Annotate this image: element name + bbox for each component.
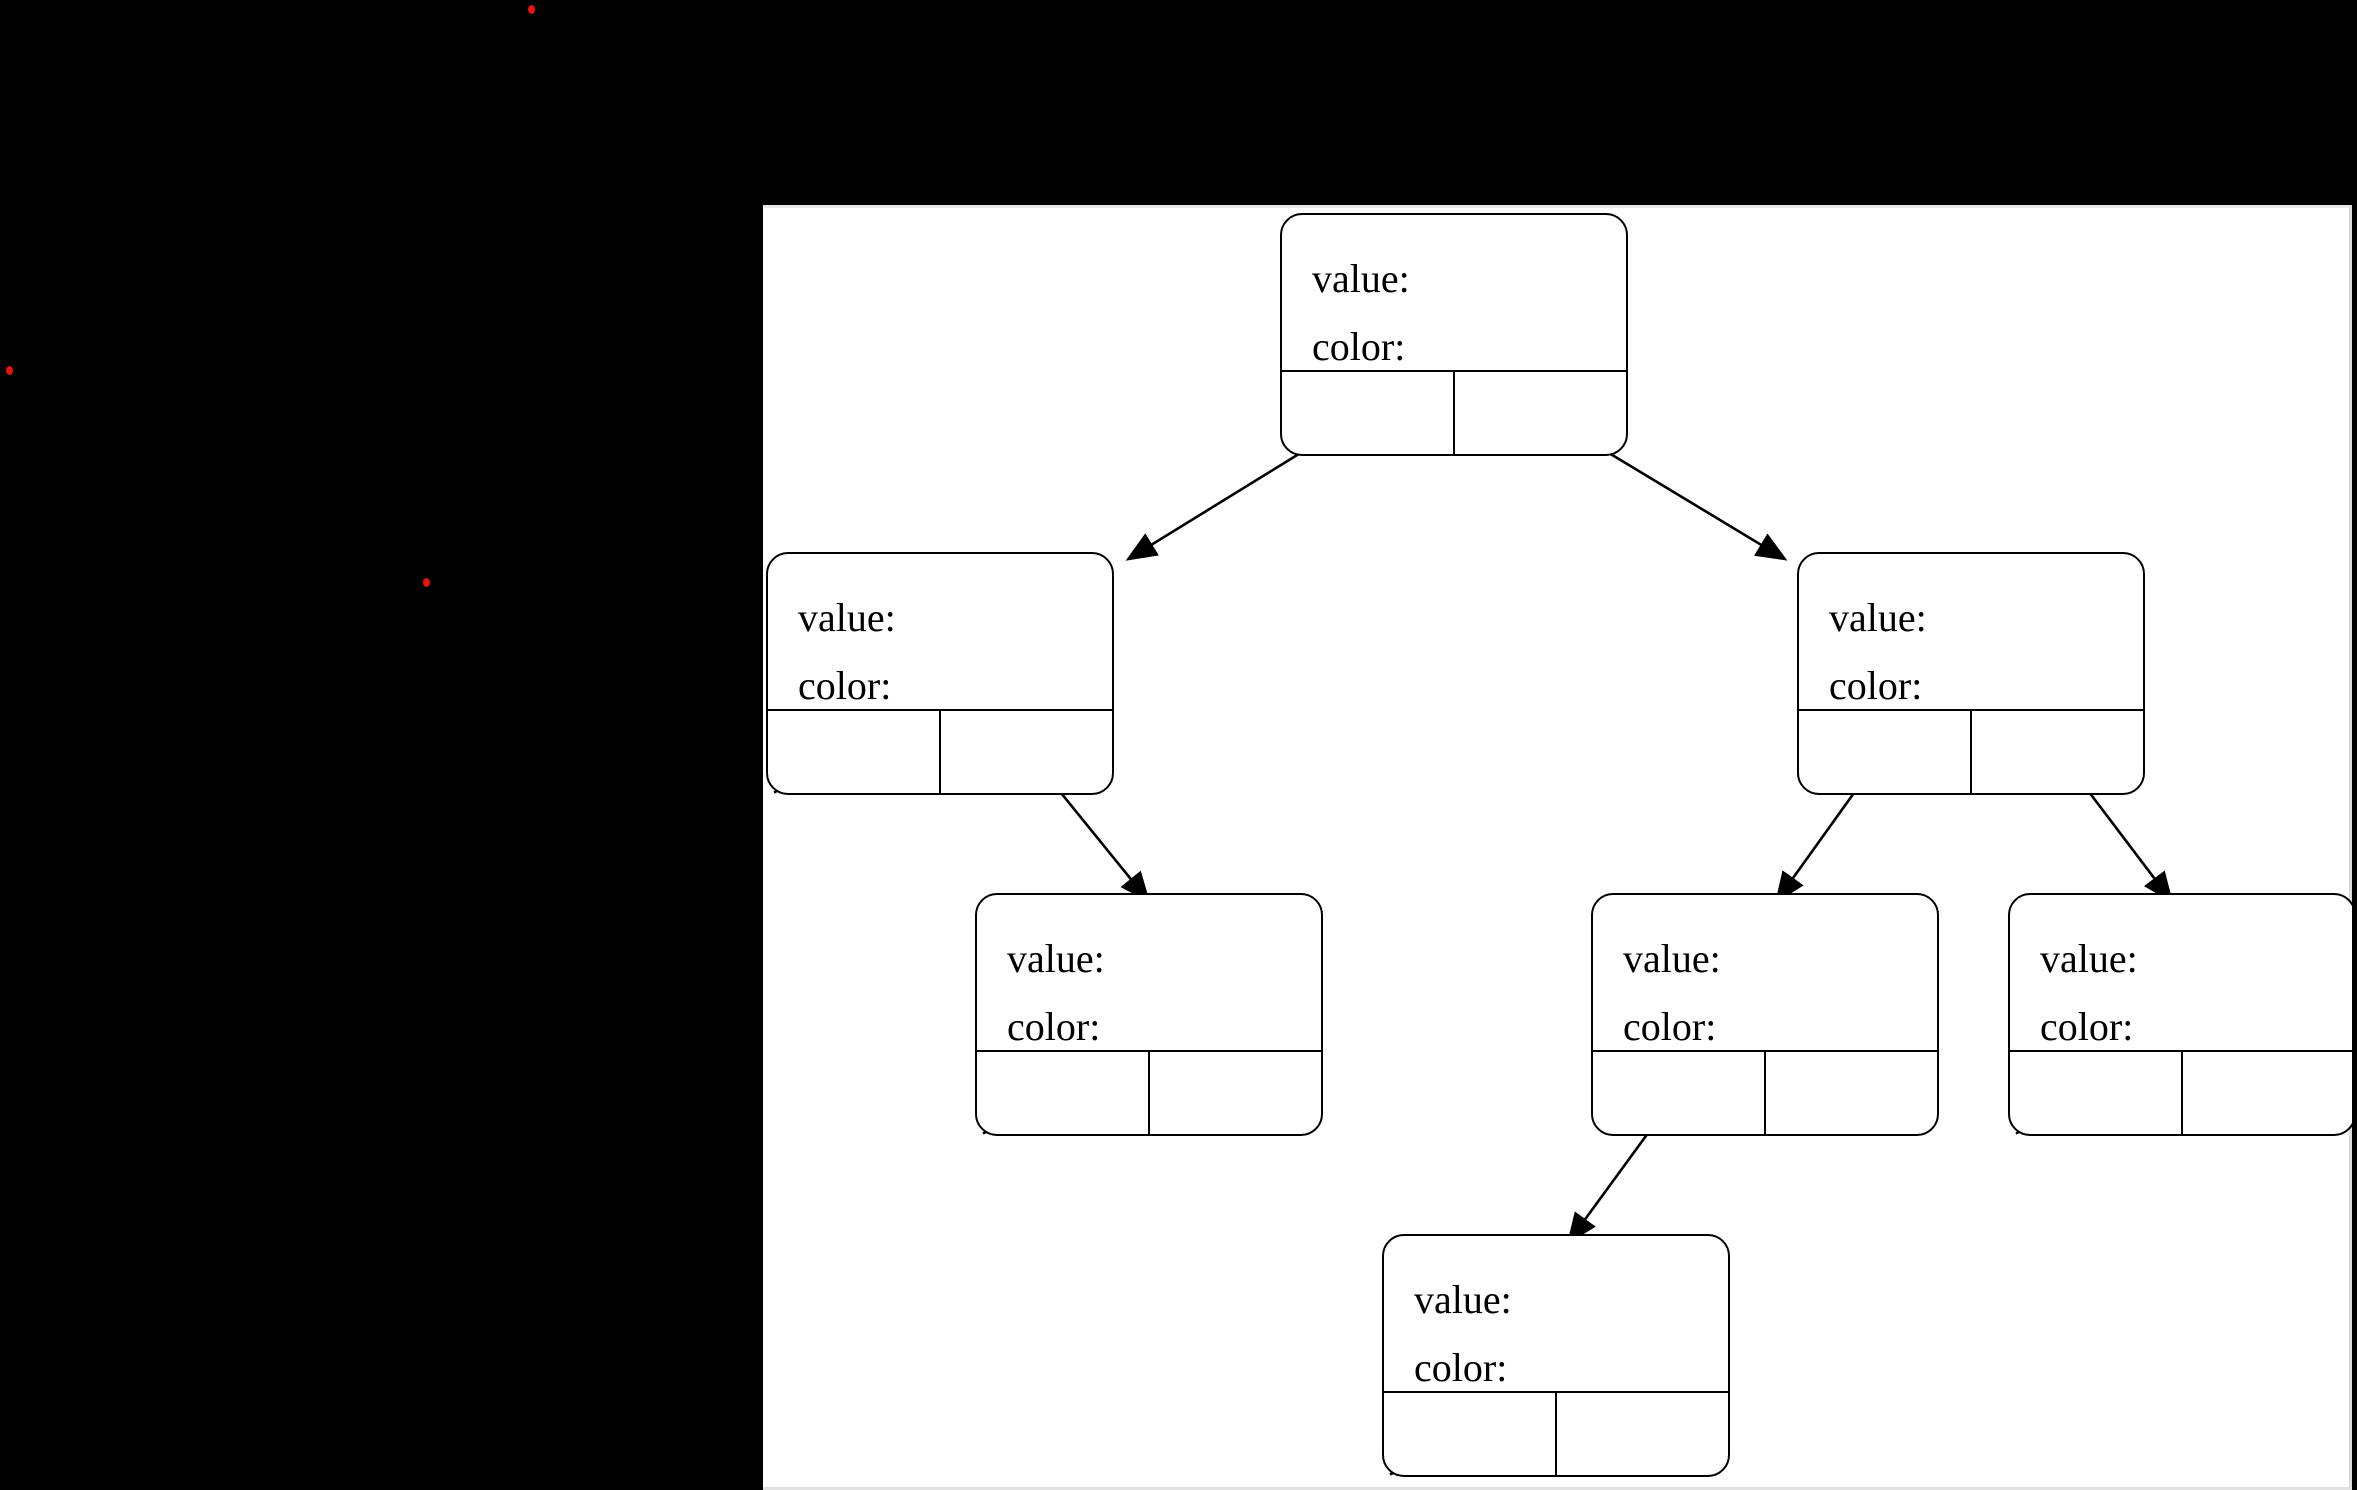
node-left-right[interactable]: value: color: xyxy=(975,893,1323,1136)
node-value-label: value: xyxy=(1623,936,1721,981)
pointer-cell-divider xyxy=(1763,1049,1766,1136)
pointer-cell-divider xyxy=(2180,1049,2183,1136)
panel-right-divider xyxy=(2349,205,2352,1490)
node-left[interactable]: value: color: xyxy=(766,552,1114,795)
red-dot-marker-3 xyxy=(423,578,430,587)
node-right[interactable]: value: color: xyxy=(1797,552,2145,795)
node-color-label: color: xyxy=(1829,663,1923,708)
panel-bottom-divider xyxy=(763,1487,2352,1490)
node-right-right[interactable]: value: color: xyxy=(2008,893,2352,1136)
node-color-label: color: xyxy=(2040,1004,2134,1049)
pointer-cell-divider xyxy=(1147,1049,1150,1136)
node-value-label: value: xyxy=(798,595,896,640)
node-color-label: color: xyxy=(1312,324,1406,369)
node-right-left-left[interactable]: value: color: xyxy=(1382,1234,1730,1477)
diagram-panel: value:color:value:color:value:color:valu… xyxy=(763,205,2352,1490)
node-right-left[interactable]: value: color: xyxy=(1591,893,1939,1136)
node-color-label: color: xyxy=(1414,1345,1508,1390)
red-dot-marker-1 xyxy=(528,5,535,14)
node-color-label: color: xyxy=(1007,1004,1101,1049)
node-value-label: value: xyxy=(1007,936,1105,981)
node-root[interactable]: value: color: xyxy=(1280,213,1628,456)
node-value-label: value: xyxy=(1414,1277,1512,1322)
pointer-cell-divider xyxy=(1452,369,1455,456)
pointer-cell-divider xyxy=(1969,708,1972,795)
node-value-label: value: xyxy=(1312,256,1410,301)
panel-top-divider xyxy=(763,205,2352,208)
node-value-label: value: xyxy=(1829,595,1927,640)
pointer-cell-divider xyxy=(938,708,941,795)
red-dot-marker-2 xyxy=(6,366,13,375)
node-color-label: color: xyxy=(798,663,892,708)
node-color-label: color: xyxy=(1623,1004,1717,1049)
pointer-cell-divider xyxy=(1554,1390,1557,1477)
node-value-label: value: xyxy=(2040,936,2138,981)
